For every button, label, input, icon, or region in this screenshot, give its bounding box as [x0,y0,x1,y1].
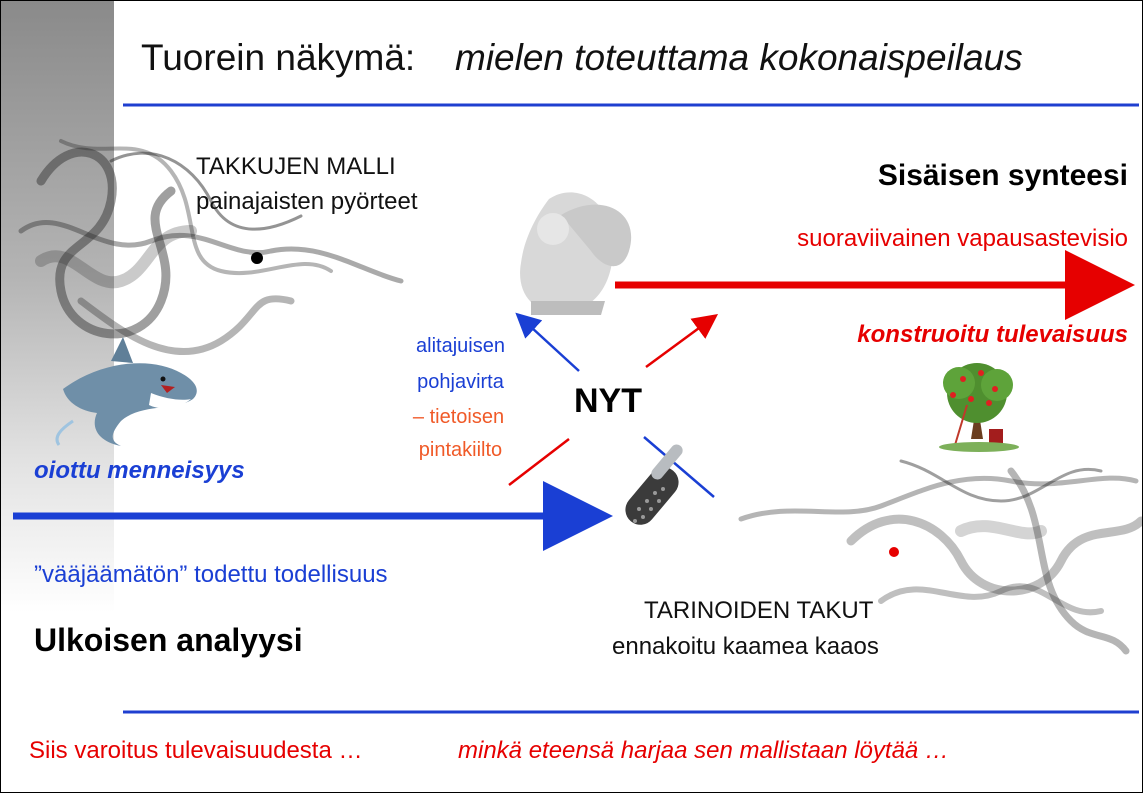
conscious-label-line2: pintakiilto [418,439,503,461]
smoke-swirl-upper-left-image [18,139,404,355]
freedom-vision-label: suoraviivainen vapausastevisio [797,225,1128,252]
subconscious-label-line1: alitajuisen [416,335,505,357]
reality-label: ”vääjäämätön” todettu todellisuus [34,561,388,588]
present-stroke [643,436,715,498]
title-lead: Tuorein näkymä: [141,37,416,78]
chaos-label: ennakoitu kaamea kaaos [612,633,879,660]
apple-tree-image [939,363,1019,452]
now-label: NYT [574,382,642,420]
constructed-future-label: konstruoitu tulevaisuus [857,321,1128,348]
inner-synthesis-heading: Sisäisen synteesi [877,159,1128,192]
subconscious-arrow [515,312,580,372]
story-tangles-label: TARINOIDEN TAKUT [644,597,874,624]
footer-lead: Siis varoitus tulevaisuudesta … [29,737,363,764]
shark-image [55,337,197,446]
nightmare-vortices-label: painajaisten pyörteet [196,188,418,215]
footer-emphasis: minkä eteensä harjaa sen mallistaan löyt… [458,737,949,764]
left-gradient-bar [1,1,114,613]
straightened-past-label: oiottu menneisyys [34,457,245,484]
subconscious-label-line2: pohjavirta [417,371,504,393]
hairbrush-image [625,444,683,525]
smoke-swirl-lower-right-image [738,459,1142,655]
past-stroke [508,438,570,486]
angel-statue-image [520,192,632,315]
future-arrow [645,314,719,369]
tangle-model-label: TAKKUJEN MALLI [196,153,396,180]
conscious-label-line1: – tietoisen [412,406,505,428]
outer-analysis-heading: Ulkoisen analyysi [34,622,303,658]
title-emphasis: mielen toteuttama kokonaispeilaus [455,37,1023,78]
